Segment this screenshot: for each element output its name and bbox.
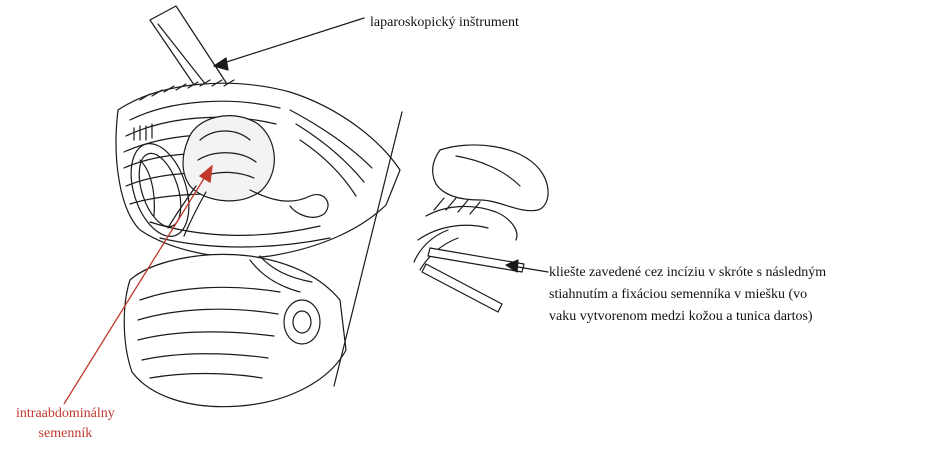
label-forceps-line-3: vaku vytvorenom medzi kožou a tunica dar… <box>549 306 826 328</box>
forceps-drawing <box>422 248 524 312</box>
pelvic-region-drawing <box>124 254 346 406</box>
label-forceps-line-1: kliešte zavedené cez incíziu v skróte s … <box>549 262 826 284</box>
label-testis-line-2: semenník <box>16 424 115 444</box>
label-intraabdominal-testis: intraabdominálny semenník <box>16 404 115 444</box>
label-laparoscopic-instrument: laparoskopický inštrument <box>370 12 519 34</box>
label-testis-line-1: intraabdominálny <box>16 404 115 424</box>
instrument-callout-arrow <box>214 18 364 70</box>
label-forceps: kliešte zavedené cez incíziu v skróte s … <box>549 262 826 328</box>
label-forceps-line-2: stiahnutím a fixáciou semenníka v miešku… <box>549 284 826 306</box>
